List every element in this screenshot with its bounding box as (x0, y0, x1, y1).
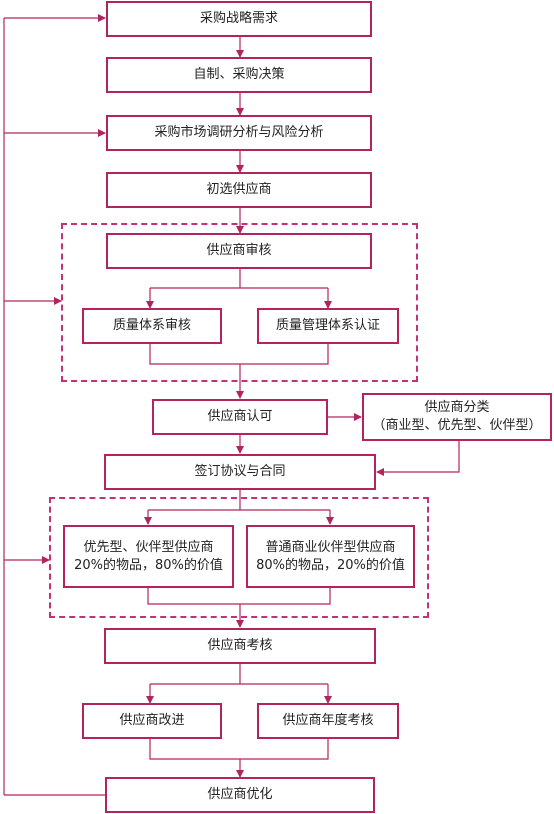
preferred-title: 优先型、伙伴型供应商 (83, 539, 214, 555)
node-quality-mgmt-cert: 质量管理体系认证 (257, 308, 399, 344)
node-strategy: 采购战略需求 (106, 1, 372, 37)
node-contract: 签订协议与合同 (104, 454, 376, 490)
node-classification: 供应商分类 （商业型、优先型、伙伴型） (362, 393, 552, 441)
node-market-research: 采购市场调研分析与风险分析 (106, 115, 372, 151)
line-contract-split (148, 490, 330, 511)
node-evaluation: 供应商考核 (104, 628, 376, 664)
node-audit: 供应商审核 (106, 233, 372, 269)
line-evaluation-split (150, 664, 328, 685)
arrow-audit-split (150, 268, 328, 289)
supplier-type-group (49, 497, 429, 618)
classification-title: 供应商分类 (424, 400, 490, 415)
node-preselect: 初选供应商 (106, 172, 372, 208)
audit-group (61, 223, 418, 382)
common-ratio: 80%的物品，20%的价值 (256, 557, 405, 573)
node-improvement: 供应商改进 (82, 703, 222, 739)
preferred-ratio: 20%的物品，80%的价值 (74, 557, 223, 573)
node-quality-system-audit: 质量体系审核 (82, 308, 222, 344)
line-contract-merge (147, 588, 331, 605)
node-preferred-partner: 优先型、伙伴型供应商 20%的物品，80%的价值 (63, 525, 234, 588)
common-title: 普通商业伙伴型供应商 (265, 539, 396, 555)
classification-types: （商业型、优先型、伙伴型） (372, 418, 542, 433)
node-approval: 供应商认可 (152, 399, 328, 435)
node-make-or-buy: 自制、采购决策 (106, 57, 372, 93)
line-audit-merge (149, 344, 329, 365)
node-annual-review: 供应商年度考核 (257, 703, 399, 739)
node-common-partner: 普通商业伙伴型供应商 80%的物品，20%的价值 (246, 525, 415, 588)
node-optimization: 供应商优化 (105, 777, 375, 813)
arrow-classification-to-contract (376, 440, 460, 476)
line-evaluation-merge (149, 739, 329, 760)
